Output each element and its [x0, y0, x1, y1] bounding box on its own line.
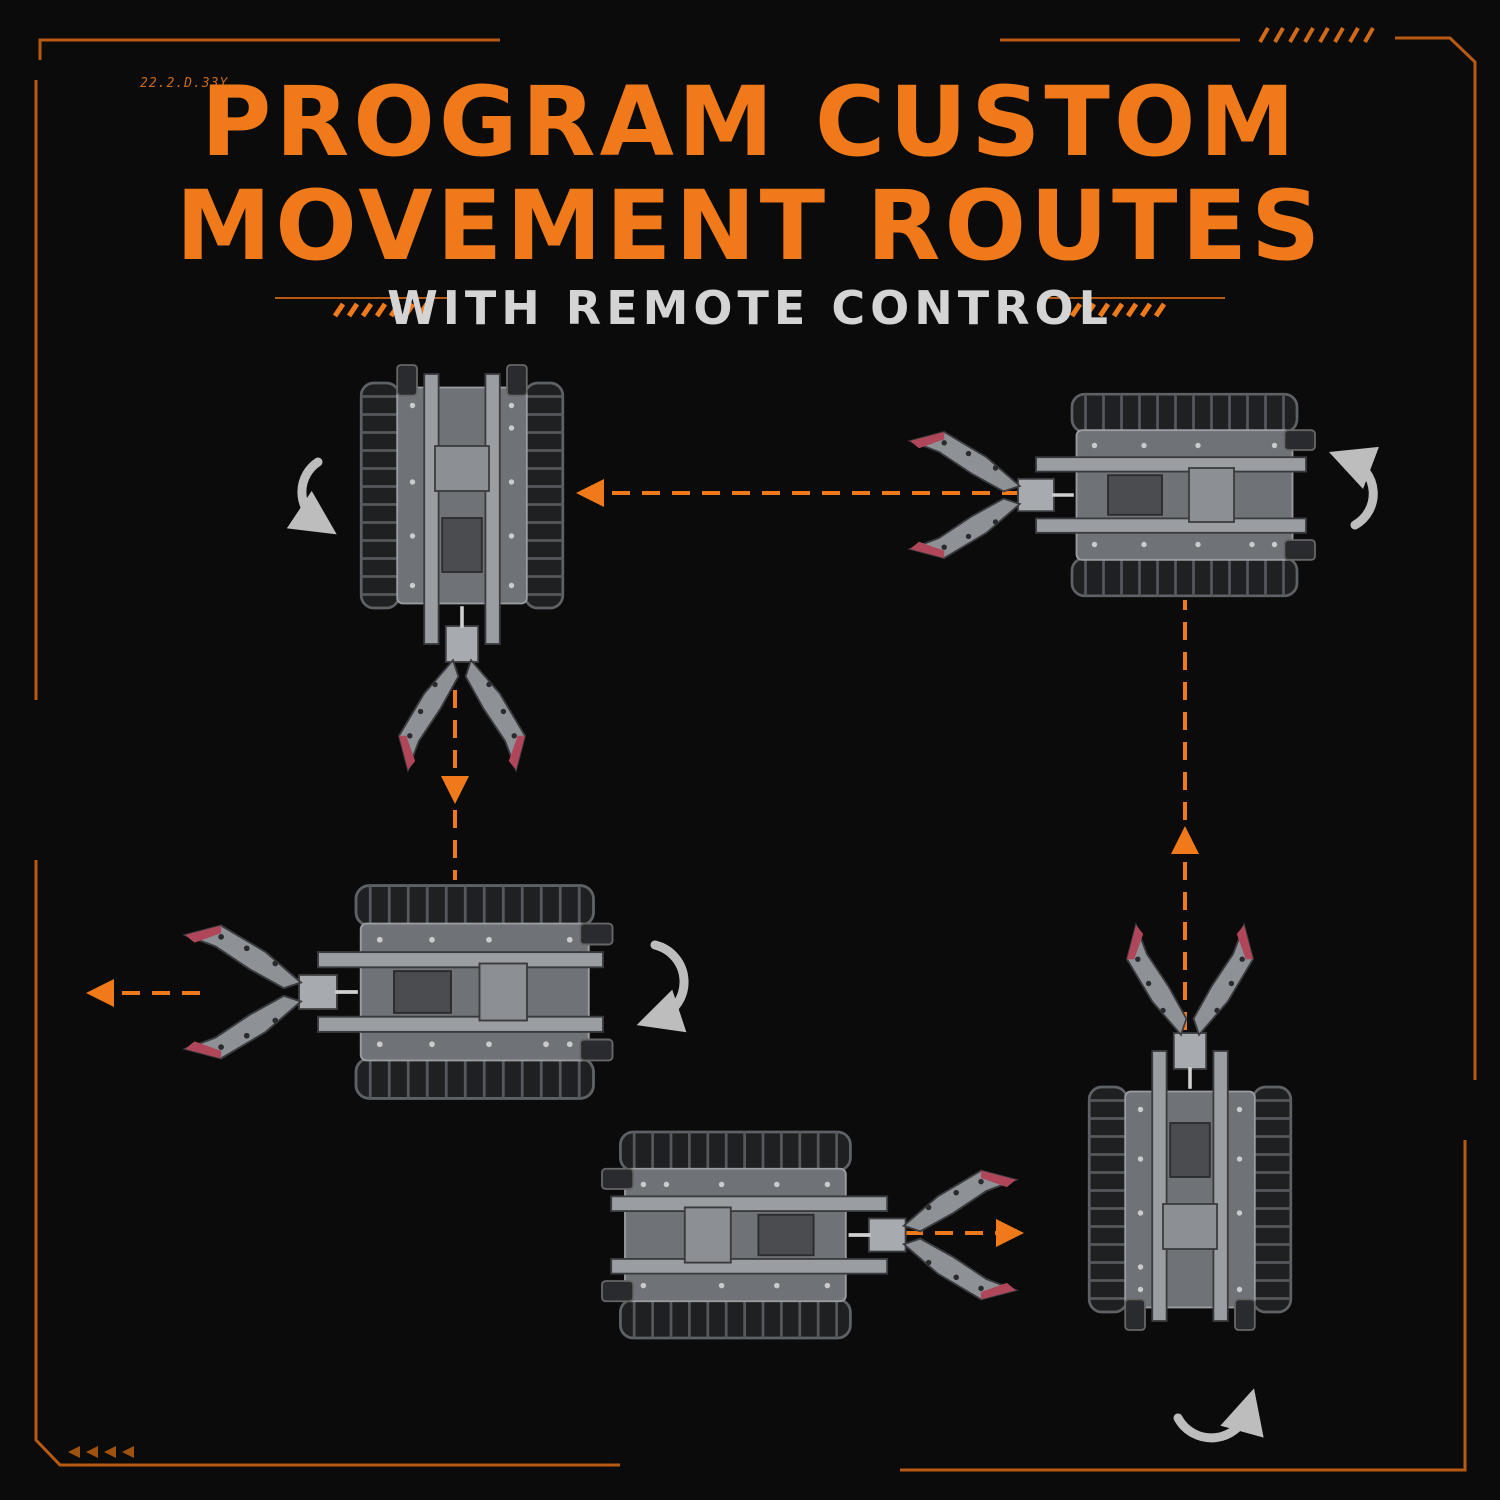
subtitle: WITH REMOTE CONTROL — [387, 281, 1113, 335]
rotate-arrow-middle-left-icon — [636, 940, 689, 1033]
robot-middle-left — [183, 883, 615, 1101]
subtitle-rule-left — [275, 297, 455, 318]
rotate-arrow-top-left-icon — [286, 457, 337, 535]
frame-border — [34, 36, 1477, 1472]
robot-bottom-right — [1087, 923, 1293, 1332]
corner-triangles-decoration — [68, 1446, 134, 1458]
title-line-2: MOVEMENT ROUTES — [175, 170, 1325, 282]
frame-stripe-decoration — [1258, 27, 1375, 43]
rotate-arrow-top-right-icon — [1328, 446, 1380, 530]
subtitle-rule-right — [1045, 297, 1225, 318]
rotate-arrow-bottom-right-icon — [1173, 1388, 1264, 1443]
robot-bottom-middle — [600, 1130, 1018, 1340]
robot-top-left — [359, 363, 565, 772]
corner-code-label: 22.2.D.33Y — [140, 76, 229, 91]
robot-top-right — [908, 392, 1317, 598]
title-line-1: PROGRAM CUSTOM — [200, 66, 1300, 178]
route-arrows — [86, 479, 1199, 1247]
